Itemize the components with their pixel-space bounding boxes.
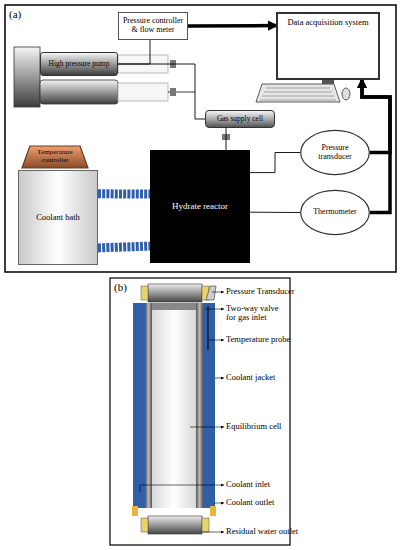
cell-top bbox=[152, 303, 196, 310]
component-box: Coolant bath bbox=[18, 170, 98, 265]
coolant-jacket bbox=[133, 303, 145, 508]
part-label: Coolant outlet bbox=[226, 498, 274, 507]
coolant-jacket bbox=[203, 303, 215, 508]
component-label: Pressure transducer bbox=[306, 144, 364, 162]
cell-wall bbox=[145, 303, 152, 508]
part-label: Coolant inlet bbox=[226, 480, 270, 489]
transparent-tube bbox=[118, 83, 168, 101]
cap-end bbox=[141, 518, 148, 532]
pipe-line bbox=[250, 212, 300, 213]
part-label: Equilibrium cell bbox=[226, 422, 281, 431]
probe bbox=[208, 306, 209, 350]
part-label: Coolant jacket bbox=[226, 373, 275, 382]
component-label: Hydrate reactor bbox=[172, 202, 228, 212]
component-box: Temperature controller bbox=[22, 146, 88, 168]
valve-symbol bbox=[170, 88, 176, 96]
component-label: High pressure pump bbox=[49, 60, 110, 68]
component-box: High pressure pump bbox=[40, 52, 118, 76]
panel-label: (b) bbox=[114, 281, 127, 293]
nozzle bbox=[210, 506, 216, 516]
cap-end bbox=[141, 286, 148, 300]
component-label: Pressure controller & flow meter bbox=[121, 17, 185, 35]
part-label: Temperature probe bbox=[226, 335, 290, 344]
panel-frame bbox=[5, 5, 396, 272]
component-box: Pressure transducer bbox=[300, 130, 370, 175]
part-label: Pressure Transducer bbox=[226, 287, 295, 296]
cell-wall bbox=[196, 303, 203, 508]
equilibrium-cell bbox=[152, 303, 196, 508]
pump-body bbox=[14, 47, 40, 107]
signal-line bbox=[362, 80, 390, 153]
component-box: Pressure controller & flow meter bbox=[118, 12, 188, 40]
component-label: Temperature controller bbox=[25, 149, 85, 164]
component-label: Data acquisition system bbox=[287, 18, 368, 27]
pipe-line bbox=[118, 64, 205, 119]
coolant-hose bbox=[98, 189, 150, 198]
component-box: Gas supply cell bbox=[205, 110, 275, 128]
nozzle bbox=[132, 506, 138, 516]
monitor-stand bbox=[322, 80, 334, 84]
keyboard bbox=[256, 84, 340, 102]
pump-cylinder bbox=[40, 80, 118, 104]
cap-end bbox=[202, 518, 209, 532]
component-label: Coolant bath bbox=[36, 213, 80, 222]
part-label: Two-way valve for gas inlet bbox=[226, 304, 288, 323]
component-box: Data acquisition system bbox=[276, 12, 380, 80]
keyboard-keys bbox=[260, 88, 336, 100]
panel-frame bbox=[110, 278, 290, 545]
part-label: Residual water outlet bbox=[226, 527, 298, 536]
component-label: Gas supply cell bbox=[217, 115, 263, 123]
pipe-line bbox=[118, 40, 150, 64]
component-label: Thermometer bbox=[313, 208, 357, 217]
top-cap bbox=[148, 284, 202, 302]
leader-lines bbox=[140, 292, 224, 532]
pipe-line bbox=[226, 128, 227, 150]
transducer-symbol bbox=[206, 286, 216, 300]
bottom-cap bbox=[148, 516, 202, 534]
mouse bbox=[342, 88, 350, 100]
signal-line bbox=[188, 24, 276, 28]
coolant-hose bbox=[98, 246, 150, 248]
pipe-line bbox=[250, 153, 300, 173]
panel-label: (a) bbox=[9, 8, 21, 20]
component-box: Hydrate reactor bbox=[150, 150, 250, 263]
component-box: Thermometer bbox=[300, 190, 370, 235]
